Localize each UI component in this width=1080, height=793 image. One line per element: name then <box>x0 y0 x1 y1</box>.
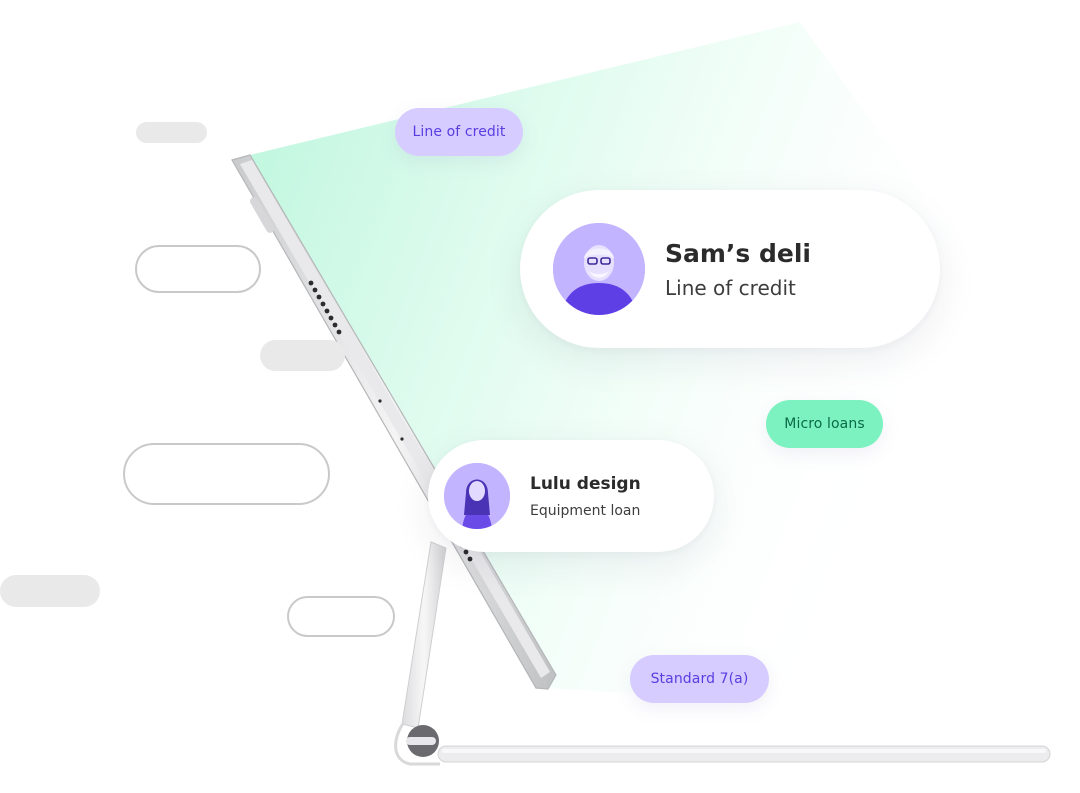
profile-card-sams-deli: Sam’s deli Line of credit <box>520 190 940 348</box>
tag-line-of-credit: Line of credit <box>395 108 523 156</box>
placeholder-pill <box>260 340 345 371</box>
loan-product: Equipment loan <box>530 502 641 519</box>
avatar-lulu <box>444 463 510 529</box>
tag-micro-loans: Micro loans <box>766 400 883 448</box>
loan-product: Line of credit <box>665 275 796 300</box>
person-icon <box>444 463 510 529</box>
placeholder-pill <box>136 122 207 143</box>
business-name: Lulu design <box>530 473 641 494</box>
placeholder-pill-outline <box>135 245 261 293</box>
profile-card-lulu-design: Lulu design Equipment loan <box>428 440 714 552</box>
person-icon <box>553 223 645 315</box>
stand-arm <box>401 541 447 729</box>
avatar-sam <box>553 223 645 315</box>
tag-standard-7a: Standard 7(a) <box>630 655 769 703</box>
placeholder-pill <box>0 575 100 607</box>
business-name: Sam’s deli <box>665 238 811 268</box>
keyboard-base <box>437 745 1051 763</box>
placeholder-pill-outline <box>123 443 330 505</box>
speaker-grill-top <box>308 280 342 335</box>
placeholder-pill-outline <box>287 596 395 637</box>
